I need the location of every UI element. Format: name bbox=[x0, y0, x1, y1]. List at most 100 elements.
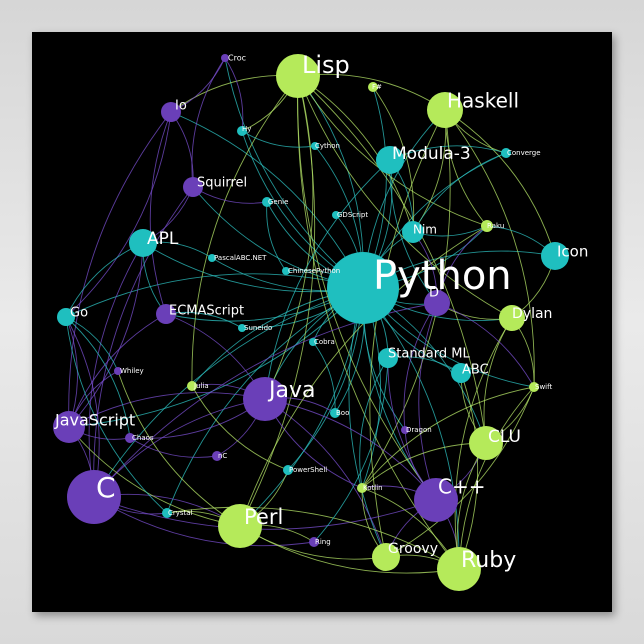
edge-julia-powershell bbox=[191, 385, 289, 471]
edge-cobra-boo bbox=[312, 341, 336, 414]
node-haskell bbox=[427, 92, 463, 128]
label-groovy: Groovy bbox=[388, 541, 438, 557]
label-nim: Nim bbox=[413, 223, 437, 237]
node-c bbox=[67, 470, 121, 524]
edge-python-c bbox=[93, 287, 364, 498]
node-pascalabc bbox=[208, 254, 216, 262]
edge-c-apl bbox=[88, 242, 144, 498]
node-dylan bbox=[499, 305, 525, 331]
node-whiley bbox=[114, 367, 122, 375]
node-crystal bbox=[162, 508, 172, 518]
label-ring: Ring bbox=[315, 538, 331, 546]
node-clu bbox=[469, 426, 503, 460]
label-converge: Converge bbox=[507, 149, 541, 157]
label-cobra: Cobra bbox=[314, 338, 335, 346]
node-perl bbox=[218, 504, 262, 548]
node-sneido bbox=[238, 324, 246, 332]
node-chaos bbox=[125, 433, 135, 443]
edge-haskell-nim bbox=[412, 109, 447, 233]
label-dylan: Dylan bbox=[512, 306, 552, 322]
label-julia: Julia bbox=[193, 382, 209, 390]
edge-java-groovy bbox=[264, 398, 387, 558]
node-go bbox=[57, 308, 75, 326]
node-layer bbox=[53, 54, 569, 591]
node-modula3 bbox=[376, 146, 404, 174]
label-croc: Croc bbox=[228, 54, 246, 63]
edge-ruby-swift bbox=[458, 386, 535, 570]
label-swift: Swift bbox=[535, 383, 552, 391]
label-perl: Perl bbox=[244, 505, 283, 529]
node-dragon bbox=[401, 426, 409, 434]
edge-haskell-icon bbox=[444, 109, 556, 257]
label-abc: ABC bbox=[462, 363, 489, 378]
edge-modula3-d bbox=[389, 159, 438, 304]
label-standardml: Standard ML bbox=[388, 347, 470, 362]
label-java: Java bbox=[267, 378, 315, 403]
edge-dylan-clu bbox=[483, 317, 513, 444]
edge-genie-chinesepython bbox=[266, 201, 287, 272]
edge-io-ecmascript bbox=[149, 111, 172, 315]
node-io bbox=[161, 102, 181, 122]
edge-d-swift bbox=[436, 302, 535, 388]
node-boo bbox=[330, 408, 340, 418]
node-d bbox=[424, 290, 450, 316]
edge-python-crystal bbox=[166, 287, 364, 514]
edge-ruby-abc bbox=[458, 372, 479, 570]
edge-perl-raku bbox=[239, 225, 488, 527]
node-apl bbox=[129, 229, 157, 257]
label-cpp: C++ bbox=[438, 475, 485, 499]
node-nim bbox=[402, 221, 424, 243]
edge-javascript-io bbox=[68, 111, 172, 428]
node-swift bbox=[529, 382, 539, 392]
node-squirrel bbox=[183, 177, 203, 197]
node-abc bbox=[451, 363, 471, 383]
label-pascalabc: PascalABC.NET bbox=[214, 254, 267, 262]
edge-haskell-swift bbox=[444, 109, 535, 388]
node-fsharp bbox=[368, 82, 378, 92]
edge-cpp-d bbox=[418, 302, 438, 501]
label-whiley: Whiley bbox=[120, 367, 144, 375]
edge-c-squirrel bbox=[93, 186, 194, 498]
label-boo: Boo bbox=[336, 409, 349, 417]
node-croc bbox=[221, 54, 229, 62]
edge-nc-chaos bbox=[129, 437, 218, 458]
edge-c-cpp bbox=[93, 496, 437, 530]
edge-java-javascript bbox=[68, 392, 266, 428]
label-apl: APL bbox=[147, 229, 179, 249]
label-dragon: Dragon bbox=[406, 426, 432, 434]
edge-python-go bbox=[65, 273, 364, 318]
node-genie bbox=[262, 197, 272, 207]
node-lisp bbox=[276, 54, 320, 98]
label-powershell: PowerShell bbox=[289, 466, 327, 474]
edge-croc-hy bbox=[224, 57, 244, 132]
label-go: Go bbox=[70, 306, 88, 321]
label-clu: CLU bbox=[488, 427, 521, 447]
node-icon bbox=[541, 242, 569, 270]
label-hy: Hy bbox=[242, 125, 251, 133]
node-kotlin bbox=[357, 483, 367, 493]
label-python: Python bbox=[373, 253, 512, 299]
edge-fsharp-nim bbox=[372, 86, 415, 233]
edge-io-squirrel bbox=[170, 111, 194, 188]
node-ruby bbox=[437, 547, 481, 591]
edge-go-crystal bbox=[65, 316, 168, 514]
node-cobra bbox=[309, 338, 317, 346]
label-genie: Genie bbox=[268, 198, 288, 206]
edge-ruby-dylan bbox=[454, 317, 513, 570]
edge-kotlin-swift bbox=[361, 386, 535, 489]
label-raku: Raku bbox=[487, 222, 504, 230]
node-java bbox=[243, 377, 287, 421]
edge-lisp-nim bbox=[297, 75, 414, 233]
edge-lisp-java bbox=[264, 75, 314, 400]
edge-lisp-clu bbox=[297, 75, 487, 444]
edge-cpp-java bbox=[264, 398, 437, 501]
label-icon: Icon bbox=[557, 243, 588, 261]
edge-ruby-crystal bbox=[166, 506, 460, 570]
label-d: D bbox=[429, 286, 439, 301]
node-javascript bbox=[53, 411, 85, 443]
edge-standardml-ring bbox=[313, 357, 389, 543]
edge-lisp-dylan bbox=[297, 75, 513, 319]
label-kotlin: Kotlin bbox=[363, 484, 383, 492]
node-raku bbox=[481, 220, 493, 232]
